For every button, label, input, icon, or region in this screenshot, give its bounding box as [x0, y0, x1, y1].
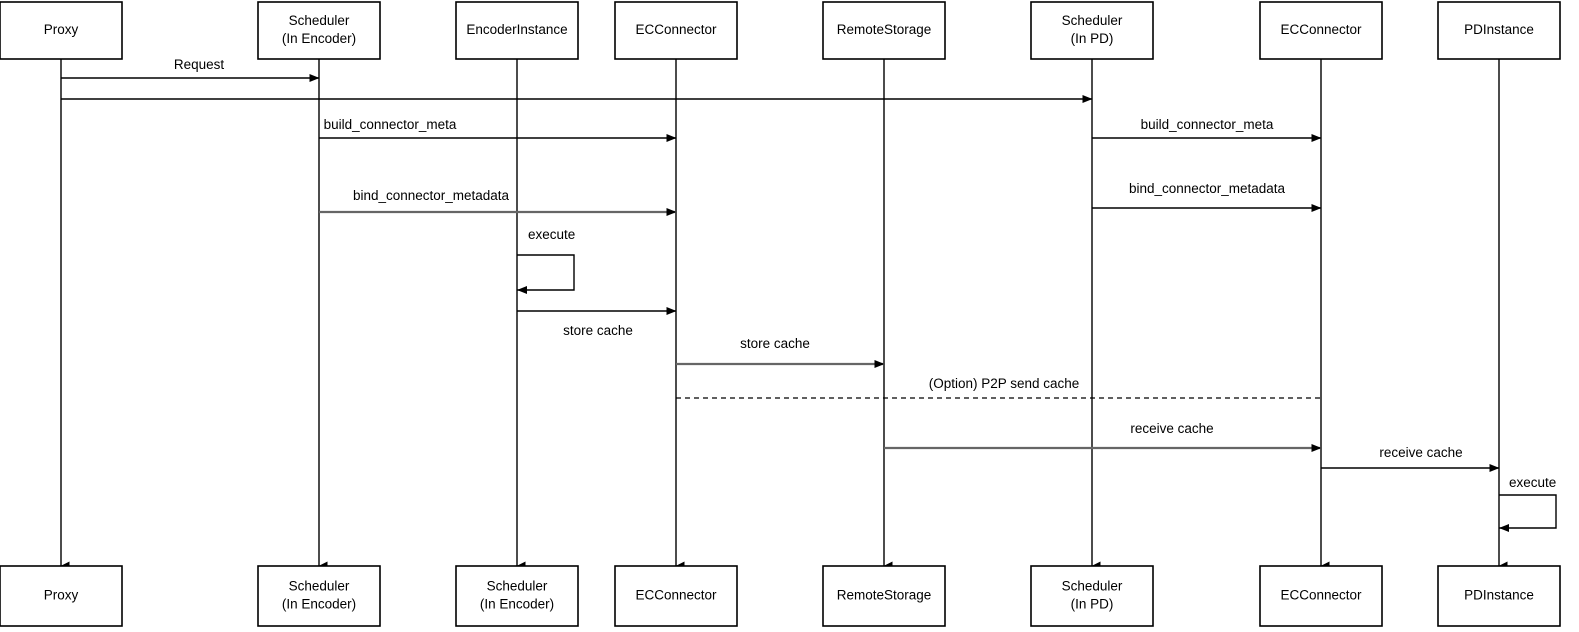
top-participant-box-sched_encoder[interactable]: Scheduler (In Encoder)	[257, 1, 381, 60]
self-loop-arrowhead-icon	[517, 286, 527, 294]
messages-group: Request build_connector_meta build_connect…	[61, 57, 1500, 472]
self-loop-s1[interactable]: execute	[517, 227, 575, 294]
bottom-participant-label: PDInstance	[1464, 588, 1534, 603]
message-label: Request	[174, 57, 225, 72]
message-m3[interactable]: build_connector_meta	[319, 117, 677, 142]
bottom-participant-label: Scheduler	[289, 579, 350, 594]
bottom-participant-box-encoder_inst[interactable]: Scheduler (In Encoder)	[455, 565, 579, 627]
top-participant-label: EncoderInstance	[466, 22, 567, 37]
top-participant-box-pd_inst[interactable]: PDInstance	[1437, 1, 1561, 60]
message-m8[interactable]: store cache	[676, 336, 885, 368]
self-loop-s2[interactable]: execute	[1499, 475, 1557, 532]
message-m10[interactable]: receive cache	[884, 421, 1322, 452]
top-participant-label: ECConnector	[635, 22, 717, 37]
self-loop-path	[517, 254, 575, 291]
message-label: build_connector_meta	[1141, 117, 1274, 132]
top-participant-box-remote[interactable]: RemoteStorage	[822, 1, 946, 60]
bottom-participant-sublabel: (In PD)	[1071, 597, 1114, 612]
bottom-participant-box-sched_encoder[interactable]: Scheduler (In Encoder)	[257, 565, 381, 627]
bottom-participant-box-remote[interactable]: RemoteStorage	[822, 565, 946, 627]
top-participant-box-sched_pd[interactable]: Scheduler (In PD)	[1030, 1, 1154, 60]
message-m5[interactable]: bind_connector_metadata	[319, 188, 677, 216]
top-participant-label: PDInstance	[1464, 22, 1534, 37]
bottom-participant-box-proxy[interactable]: Proxy	[0, 565, 123, 627]
bottom-participant-sublabel: (In Encoder)	[282, 597, 356, 612]
message-label: (Option) P2P send cache	[929, 376, 1080, 391]
message-m11[interactable]: receive cache	[1321, 445, 1500, 472]
bottom-participant-box-pd_inst[interactable]: PDInstance	[1437, 565, 1561, 627]
top-participant-sublabel: (In Encoder)	[282, 31, 356, 46]
bottom-participant-boxes: Proxy Scheduler (In Encoder) Scheduler (In E…	[0, 565, 1561, 627]
bottom-participant-label: ECConnector	[635, 588, 717, 603]
self-loops-group: execute execute	[517, 227, 1557, 532]
top-participant-label: Proxy	[44, 22, 79, 37]
bottom-participant-sublabel: (In Encoder)	[480, 597, 554, 612]
message-label: store cache	[740, 336, 810, 351]
message-label: build_connector_meta	[324, 117, 457, 132]
top-participant-box-ec_right[interactable]: ECConnector	[1259, 1, 1383, 60]
top-participant-label: RemoteStorage	[837, 22, 932, 37]
self-loop-label: execute	[1509, 475, 1556, 490]
top-participant-box-encoder_inst[interactable]: EncoderInstance	[455, 1, 579, 60]
top-participant-boxes: Proxy Scheduler (In Encoder) EncoderInstanc…	[0, 1, 1561, 60]
message-label: receive cache	[1130, 421, 1213, 436]
self-loop-label: execute	[528, 227, 575, 242]
bottom-participant-label: ECConnector	[1280, 588, 1362, 603]
lifelines-group	[60, 59, 1508, 571]
self-loop-arrowhead-icon	[1499, 524, 1509, 532]
message-label: bind_connector_metadata	[1129, 181, 1286, 196]
message-m6[interactable]: bind_connector_metadata	[1092, 181, 1322, 212]
top-participant-box-proxy[interactable]: Proxy	[0, 1, 123, 60]
top-participant-box-ec_left[interactable]: ECConnector	[614, 1, 738, 60]
bottom-participant-box-ec_right[interactable]: ECConnector	[1259, 565, 1383, 627]
top-participant-label: Scheduler	[289, 13, 350, 28]
message-label: receive cache	[1379, 445, 1462, 460]
message-m9[interactable]: (Option) P2P send cache	[676, 376, 1321, 399]
top-participant-sublabel: (In PD)	[1071, 31, 1114, 46]
bottom-participant-box-ec_left[interactable]: ECConnector	[614, 565, 738, 627]
top-participant-label: Scheduler	[1062, 13, 1123, 28]
message-m7[interactable]: store cache	[517, 307, 677, 338]
bottom-participant-label: RemoteStorage	[837, 588, 932, 603]
bottom-participant-label: Proxy	[44, 588, 79, 603]
message-m1[interactable]: Request	[61, 57, 320, 82]
self-loop-path	[1499, 494, 1557, 529]
bottom-participant-label: Scheduler	[487, 579, 548, 594]
message-label: store cache	[563, 323, 633, 338]
bottom-participant-box-sched_pd[interactable]: Scheduler (In PD)	[1030, 565, 1154, 627]
message-m4[interactable]: build_connector_meta	[1092, 117, 1322, 142]
message-label: bind_connector_metadata	[353, 188, 510, 203]
bottom-participant-label: Scheduler	[1062, 579, 1123, 594]
top-participant-label: ECConnector	[1280, 22, 1362, 37]
